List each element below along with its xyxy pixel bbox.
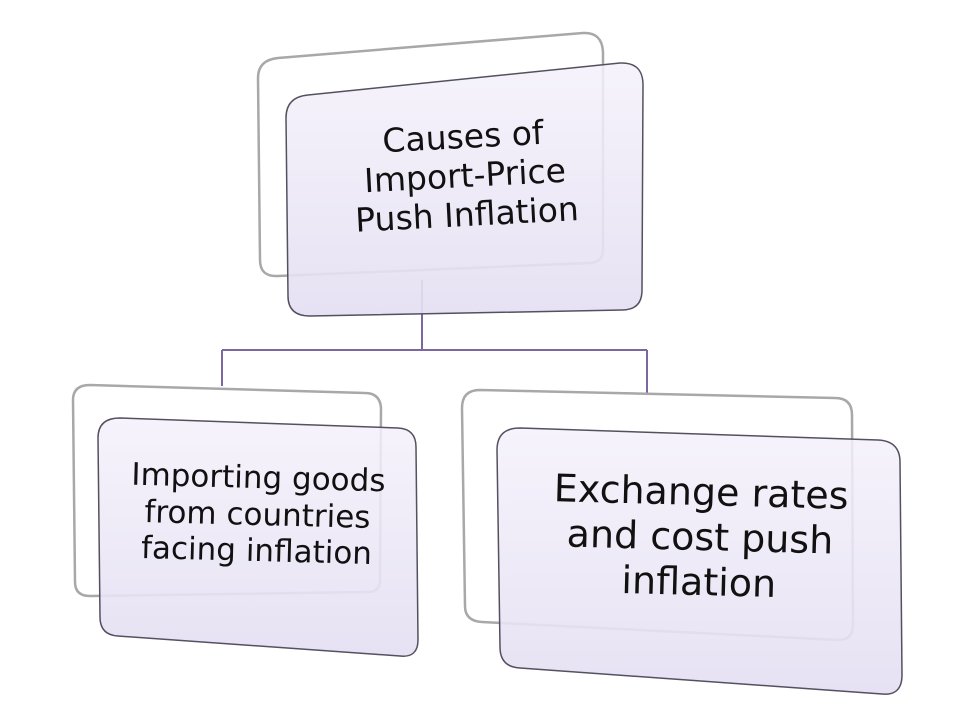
child-1-label: Importing goods from countries facing in…: [104, 456, 412, 574]
connector-lines: [221, 280, 648, 394]
child-2-label: Exchange rates and cost push inflation: [503, 465, 896, 610]
child-1-box[interactable]: [97, 417, 419, 657]
root-box[interactable]: [285, 62, 644, 317]
root-label: Causes of Import-Price Push Inflation: [297, 109, 633, 243]
child-2-box[interactable]: [496, 427, 903, 695]
